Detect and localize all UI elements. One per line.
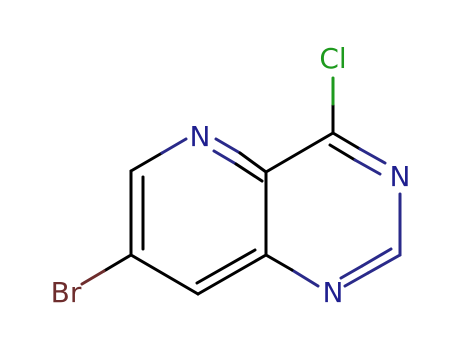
bond-n5-c4a-inner-b bbox=[234, 162, 264, 183]
bond-c4-n3-inner-hetero bbox=[353, 158, 382, 176]
atom-label-n1: N bbox=[323, 276, 344, 309]
bond-c8-c7 bbox=[129, 253, 200, 296]
bond-n5-c4a bbox=[214, 137, 242, 155]
atom-label-n3: N bbox=[390, 160, 411, 193]
bond-c4a-c4 bbox=[264, 131, 335, 174]
bond-c8-n5-hetero bbox=[160, 137, 188, 155]
atom-label-n-pyridine: N bbox=[190, 120, 211, 153]
atom-label-cl: Cl bbox=[319, 42, 346, 75]
bond-c7-br-colored bbox=[80, 269, 106, 286]
bond-c4-n3 bbox=[331, 131, 362, 151]
bond-c4-n3-inner bbox=[328, 143, 357, 162]
bond-n5-c4a-b bbox=[238, 151, 268, 174]
bond-c2-n1-b bbox=[343, 271, 370, 288]
bond-n5-c4a-inner bbox=[212, 149, 238, 166]
bond-c2-n1-inner-b bbox=[339, 264, 364, 280]
bond-c8a-c8 bbox=[196, 253, 268, 296]
bond-c8-n5 bbox=[129, 151, 164, 173]
bond-c2-n1 bbox=[366, 253, 402, 275]
bond-c2-n1-inner bbox=[360, 247, 393, 268]
bond-c8a-c8-inner bbox=[195, 248, 257, 285]
bond-c7-br bbox=[102, 253, 133, 273]
bond-n1-c8a bbox=[290, 268, 320, 288]
atom-label-br: Br bbox=[51, 276, 82, 309]
bond-c4-n3-hetero bbox=[358, 147, 387, 165]
bond-n1-c8a-b bbox=[264, 253, 294, 272]
